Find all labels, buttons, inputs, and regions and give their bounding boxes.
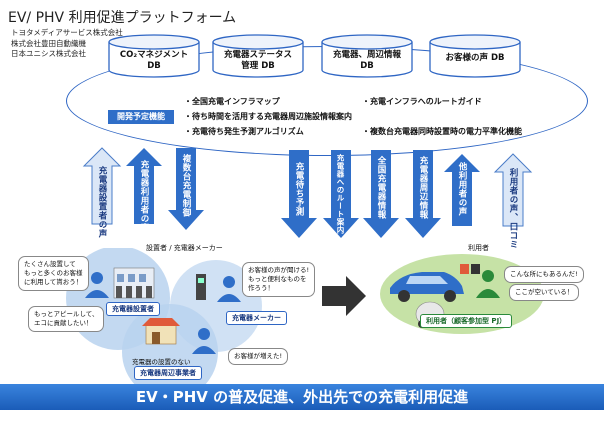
speech-bubble-user-1: こんな所にもあるんだ! [504,266,584,283]
planned-features-list-right: ・充電インフラへのルートガイド ・複数台充電器同時設置時の電力平準化機能 [362,94,522,139]
arrow-label: 充電器周辺情報 [418,156,428,219]
arrow-up-user-review [493,153,533,227]
company-name: トヨタメディアサービス株式会社 [11,28,123,37]
bubble-line: 作ろう！ [248,284,274,292]
arrow-down-route-guide [323,150,359,238]
bubble-line: お客様の声が聞ける! [248,266,310,274]
bubble-line: もっとアピールして、 [34,310,99,318]
arrow-label: 利用者の声、口コミ [508,168,518,249]
speech-bubble-user-2: ここが空いている！ [509,284,580,301]
arrow-down-nearby-info [405,150,441,238]
database-label: お客様の声 DB [445,53,505,63]
bubble-line: ここが空いている！ [515,288,574,296]
arrow-right-main [322,276,366,316]
bottom-banner: EV・PHV の普及促進、外出先での充電利用促進 [0,384,604,410]
bubble-line: こんな所にもあるんだ! [510,270,578,278]
right-group-header: 利用者 [468,244,489,252]
arrow-up-user-voice [126,148,162,224]
bubble-line: もっと多くのお客様 [24,269,83,277]
arrow-label: 他利用者の声 [457,162,467,216]
planned-features-list: ・全国充電インフラマップ ・待ち時間を活用する充電器周辺施設情報案内 ・充電待ち… [184,94,352,139]
database-label: DB [147,61,161,71]
database-icon [212,34,304,78]
page-title: EV/ PHV 利用促進プラットフォーム [8,10,237,26]
arrow-label: 充電器設置者の声 [97,166,107,238]
company-list: トヨタメディアサービス株式会社 株式会社豊田自動織機 日本ユニシス株式会社 [11,28,123,60]
feature-item: ・充電待ち発生予測アルゴリズム [184,127,304,136]
database-charger-status: 充電器ステータス管理 DB [212,34,304,78]
speech-bubble-installer: たくさん設置して もっと多くのお客様 に利用して貰おう！ [18,256,89,291]
arrow-up-other-user-voice [444,154,480,226]
arrow-label: 充電待ち予測 [294,162,304,216]
bubble-line: エコに貢献したい！ [34,319,93,327]
speech-bubble-appeal: もっとアピールして、 エコに貢献したい！ [28,306,105,332]
database-label: 充電器ステータス [223,50,292,60]
bubble-line: に利用して貰おう！ [24,278,83,286]
database-customer-voice: お客様の声 DB [429,34,521,78]
feature-item: ・待ち時間を活用する充電器周辺施設情報案内 [184,112,352,121]
database-label: CO₂マネジメント [119,50,189,60]
maker-tag: 充電器メーカー [226,311,287,325]
bubble-line: たくさん設置して [24,260,76,268]
database-label: DB [360,61,374,71]
feature-item: ・複数台充電器同時設置時の電力平準化機能 [362,127,522,136]
database-label: 充電器、周辺情報 [332,50,401,60]
speech-bubble-maker: お客様の声が聞ける! もっと便利なものを 作ろう！ [242,262,316,297]
company-name: 日本ユニシス株式会社 [11,49,86,58]
bubble-line: お客様が増えた! [234,352,283,360]
left-group-circles [66,248,262,384]
arrow-down-nationwide-info [363,150,399,238]
left-group-header: 設置者 / 充電器メーカー [146,244,223,252]
database-icon [321,34,413,78]
arrow-label: 複数台充電制御 [181,154,191,217]
database-icon [429,34,521,78]
arrow-label: 充電器利用者の声 [139,160,149,232]
planned-features-badge: 開発予定機能 [108,110,174,124]
installer-tag: 充電器設置者 [106,302,160,316]
nearby-business-tag: 充電器周辺事業者 [134,366,202,380]
speech-bubble-business: お客様が増えた! [228,348,289,365]
company-name: 株式会社豊田自動織機 [11,38,86,48]
database-label: 管理 DB [241,61,275,71]
arrow-label: 全国充電器情報 [376,156,386,219]
database-icon [108,34,200,78]
arrow-up-installer-voice [82,147,122,225]
feature-item: ・全国充電インフラマップ [184,97,280,106]
user-tag: 利用者（顧客参加型 PJ） [420,314,513,328]
arrow-label: 充電器へのルート案内 [336,154,345,234]
bubble-line: もっと便利なものを [248,275,307,283]
arrow-down-multi-control [168,148,204,230]
nearby-business-label: 充電器の設置のない [132,358,191,366]
feature-item: ・充電インフラへのルートガイド [362,97,482,106]
arrow-down-wait-forecast [281,150,317,238]
